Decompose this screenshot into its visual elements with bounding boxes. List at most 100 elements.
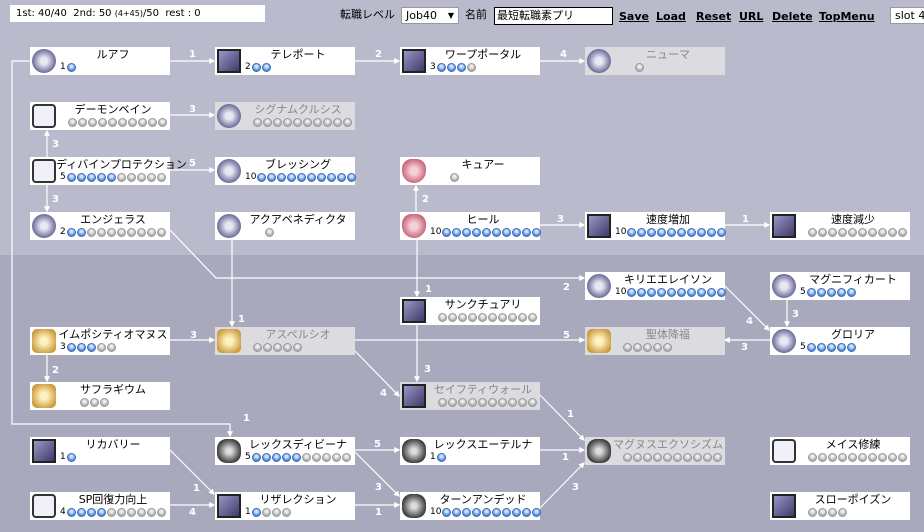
unlearned-level-ball[interactable] (331, 452, 341, 462)
unlearned-level-ball[interactable] (86, 227, 96, 237)
learned-level-ball[interactable] (512, 227, 522, 237)
unlearned-level-ball[interactable] (468, 397, 477, 407)
unlearned-level-ball[interactable] (265, 227, 274, 237)
skill-pneuma[interactable]: ニューマ (585, 47, 725, 75)
unlearned-level-ball[interactable] (868, 227, 877, 237)
learned-level-ball[interactable] (327, 172, 337, 182)
skill-aqua[interactable]: アクアベネディクタ (215, 212, 355, 240)
skill-level-balls[interactable]: 2 (60, 227, 167, 237)
learned-level-ball[interactable] (492, 507, 502, 517)
skill-level-balls[interactable]: 5 (245, 452, 352, 462)
unlearned-level-ball[interactable] (263, 117, 272, 127)
learned-level-ball[interactable] (257, 172, 267, 182)
unlearned-level-ball[interactable] (673, 452, 682, 462)
learned-level-ball[interactable] (86, 172, 96, 182)
skill-decagi[interactable]: 速度減少 (770, 212, 910, 240)
skill-benedictio[interactable]: 聖体降福 (585, 327, 725, 355)
unlearned-level-ball[interactable] (80, 397, 89, 407)
learned-level-ball[interactable] (482, 227, 492, 237)
url-link[interactable]: URL (739, 10, 764, 23)
learned-level-ball[interactable] (297, 172, 307, 182)
skill-level-balls[interactable] (808, 452, 908, 462)
skill-mace[interactable]: メイス修練 (770, 437, 910, 465)
skill-level-balls[interactable]: 10 (430, 507, 542, 517)
learned-level-ball[interactable] (76, 342, 86, 352)
skill-level-balls[interactable] (253, 117, 353, 127)
skill-level-balls[interactable] (438, 397, 538, 407)
skill-demonbane[interactable]: デーモンベイン (30, 102, 170, 130)
unlearned-level-ball[interactable] (98, 117, 107, 127)
learned-level-ball[interactable] (697, 227, 707, 237)
learned-level-ball[interactable] (657, 287, 667, 297)
learned-level-ball[interactable] (251, 507, 261, 517)
unlearned-level-ball[interactable] (808, 507, 817, 517)
unlearned-level-ball[interactable] (253, 117, 262, 127)
unlearned-level-ball[interactable] (253, 342, 262, 352)
learned-level-ball[interactable] (717, 227, 727, 237)
learned-level-ball[interactable] (816, 342, 826, 352)
unlearned-level-ball[interactable] (136, 172, 146, 182)
unlearned-level-ball[interactable] (518, 397, 527, 407)
learned-level-ball[interactable] (522, 507, 532, 517)
learned-level-ball[interactable] (657, 227, 667, 237)
learned-level-ball[interactable] (846, 287, 856, 297)
learned-level-ball[interactable] (96, 172, 106, 182)
learned-level-ball[interactable] (436, 62, 446, 72)
unlearned-level-ball[interactable] (498, 397, 507, 407)
unlearned-level-ball[interactable] (683, 452, 692, 462)
unlearned-level-ball[interactable] (263, 342, 272, 352)
unlearned-level-ball[interactable] (273, 117, 282, 127)
unlearned-level-ball[interactable] (528, 397, 537, 407)
learned-level-ball[interactable] (76, 172, 86, 182)
unlearned-level-ball[interactable] (313, 117, 322, 127)
unlearned-level-ball[interactable] (828, 507, 837, 517)
learned-level-ball[interactable] (261, 452, 271, 462)
skill-slowpoison[interactable]: スローポイズン (770, 492, 910, 520)
learned-level-ball[interactable] (532, 507, 542, 517)
unlearned-level-ball[interactable] (128, 117, 137, 127)
learned-level-ball[interactable] (452, 507, 462, 517)
skill-magnus[interactable]: マグヌスエクソシズム (585, 437, 725, 465)
unlearned-level-ball[interactable] (528, 312, 537, 322)
skill-level-balls[interactable]: 3 (60, 342, 117, 352)
unlearned-level-ball[interactable] (146, 507, 156, 517)
learned-level-ball[interactable] (717, 287, 727, 297)
unlearned-level-ball[interactable] (156, 507, 166, 517)
unlearned-level-ball[interactable] (633, 452, 642, 462)
learned-level-ball[interactable] (66, 227, 76, 237)
unlearned-level-ball[interactable] (293, 117, 302, 127)
learned-level-ball[interactable] (287, 172, 297, 182)
unlearned-level-ball[interactable] (261, 507, 271, 517)
learned-level-ball[interactable] (637, 287, 647, 297)
unlearned-level-ball[interactable] (623, 452, 632, 462)
unlearned-level-ball[interactable] (808, 227, 817, 237)
job-level-select[interactable]: Job40▼ (401, 7, 459, 24)
unlearned-level-ball[interactable] (136, 507, 146, 517)
unlearned-level-ball[interactable] (158, 117, 167, 127)
learned-level-ball[interactable] (647, 227, 657, 237)
learned-level-ball[interactable] (76, 227, 86, 237)
learned-level-ball[interactable] (806, 342, 816, 352)
skill-level-balls[interactable] (450, 172, 460, 182)
skill-level-balls[interactable]: 5 (800, 342, 857, 352)
unlearned-level-ball[interactable] (488, 397, 497, 407)
unlearned-level-ball[interactable] (126, 507, 136, 517)
unlearned-level-ball[interactable] (888, 452, 897, 462)
learned-level-ball[interactable] (627, 287, 637, 297)
unlearned-level-ball[interactable] (106, 227, 116, 237)
learned-level-ball[interactable] (697, 287, 707, 297)
skill-level-balls[interactable] (635, 62, 645, 72)
unlearned-level-ball[interactable] (323, 117, 332, 127)
unlearned-level-ball[interactable] (116, 507, 126, 517)
skill-level-balls[interactable]: 2 (245, 62, 272, 72)
unlearned-level-ball[interactable] (156, 227, 166, 237)
skill-level-balls[interactable]: 4 (60, 507, 167, 517)
unlearned-level-ball[interactable] (898, 227, 907, 237)
